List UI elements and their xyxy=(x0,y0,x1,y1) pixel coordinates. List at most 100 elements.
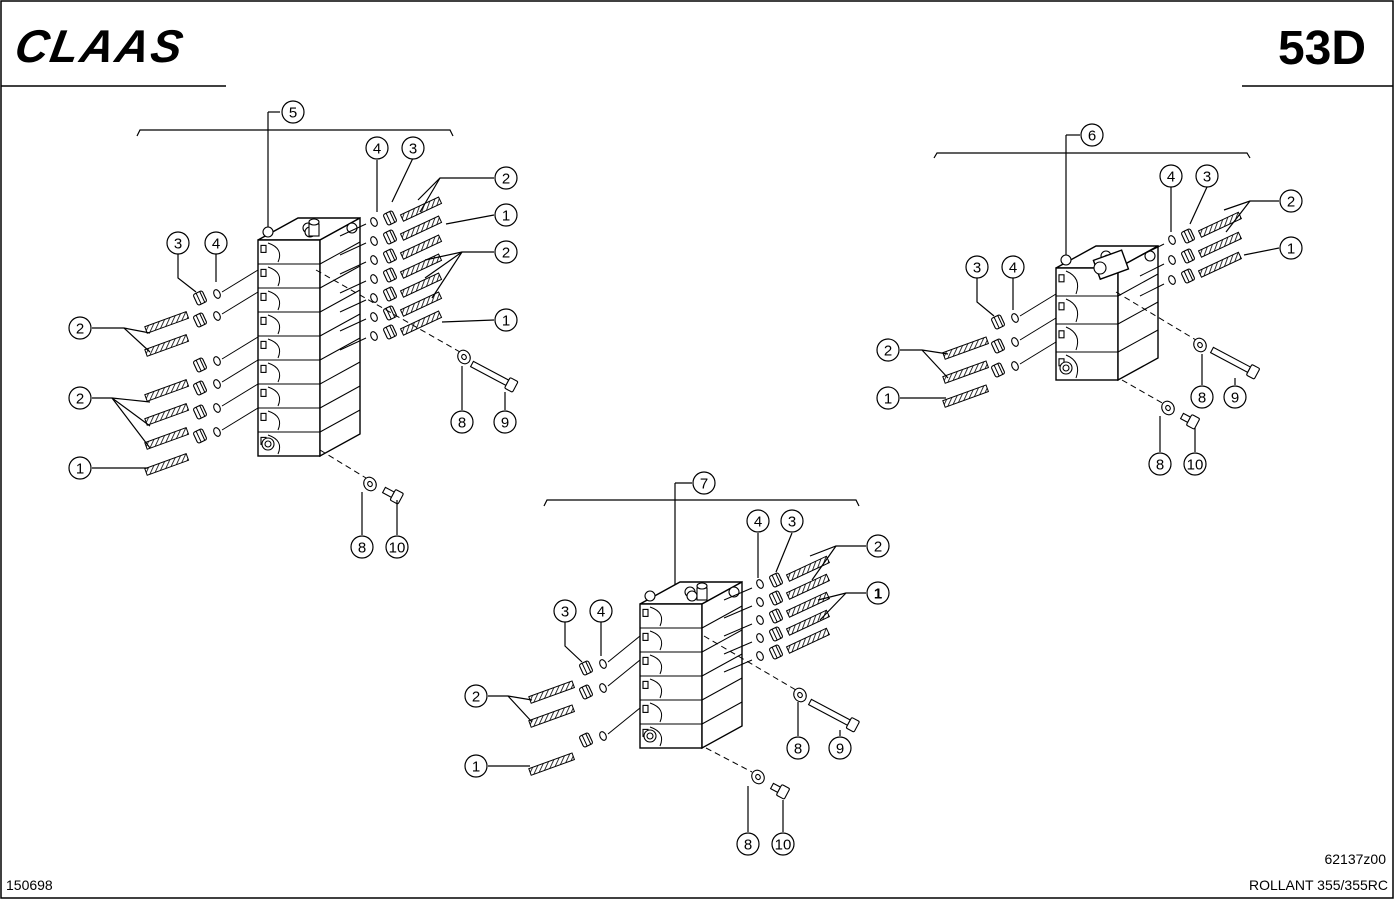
sealing-ring xyxy=(756,633,764,643)
callout: 8 xyxy=(1190,385,1214,409)
union-nut xyxy=(193,404,207,420)
section-line xyxy=(319,241,361,265)
callout: 5 xyxy=(281,100,305,124)
leader-line xyxy=(441,319,495,323)
group-bracket xyxy=(136,129,454,137)
callout-circle xyxy=(736,832,760,856)
callout: 1 xyxy=(494,203,518,227)
nut-edge xyxy=(585,661,592,673)
washer xyxy=(363,476,377,492)
leader-line xyxy=(507,695,533,723)
leader-line xyxy=(221,269,259,293)
sealing-ring xyxy=(213,403,221,413)
nut-edge xyxy=(1187,269,1194,281)
footer: 150698 62137z00 ROLLANT 355/355RC xyxy=(6,851,1388,893)
hose-pipe xyxy=(785,573,831,600)
sealing-ring xyxy=(213,356,221,366)
callout-number: 2 xyxy=(884,343,892,360)
section-line xyxy=(319,337,361,361)
callout-circle xyxy=(771,832,795,856)
nut-edge xyxy=(775,591,782,603)
leader-line xyxy=(221,383,259,407)
section-line xyxy=(319,289,361,313)
callout: 2 xyxy=(464,684,488,708)
callout-number: 3 xyxy=(973,260,981,277)
bolt xyxy=(469,360,519,393)
sealing-ring xyxy=(213,311,221,321)
sealing-ring xyxy=(370,274,378,284)
hose-body xyxy=(399,272,443,298)
callout-circle xyxy=(166,231,190,255)
connector-nut xyxy=(1093,261,1107,275)
callout: 8 xyxy=(450,410,474,434)
hose-body xyxy=(1197,211,1243,238)
nut-edge xyxy=(195,292,202,305)
callout-circle xyxy=(866,581,890,605)
port-opening xyxy=(260,292,267,301)
leader-line xyxy=(819,592,847,621)
callout-circle xyxy=(1148,452,1172,476)
callout: 10 xyxy=(385,535,409,559)
section-line xyxy=(701,677,743,701)
union-nut xyxy=(383,210,397,226)
callout: 2 xyxy=(1279,189,1303,213)
callout-circle xyxy=(589,599,613,623)
callout-number: 1 xyxy=(472,759,480,776)
hose-pipe xyxy=(528,704,576,728)
callout: 4 xyxy=(746,509,770,533)
callout-circle xyxy=(1080,123,1104,147)
bolt xyxy=(807,698,860,733)
hose-pipe xyxy=(1197,231,1243,258)
callout: 2 xyxy=(494,240,518,264)
union-nut xyxy=(991,314,1005,330)
leader-line xyxy=(1189,186,1208,225)
washer-hole xyxy=(755,773,761,781)
assembly-axis xyxy=(705,747,753,773)
callout-circle xyxy=(1279,236,1303,260)
hose-body xyxy=(528,680,576,704)
callout-number: 4 xyxy=(373,141,381,158)
callout-circle xyxy=(494,240,518,264)
bolt xyxy=(769,782,790,800)
section-contour xyxy=(649,726,663,747)
callout-number: 10 xyxy=(389,540,406,557)
union-nut xyxy=(193,380,207,396)
callout-circle xyxy=(866,534,890,558)
sealing-ring xyxy=(370,236,378,246)
nut-edge xyxy=(385,269,392,282)
hose-pipe xyxy=(1197,211,1243,238)
sealing-ring xyxy=(213,289,221,299)
callout: 8 xyxy=(350,535,374,559)
section-contour xyxy=(267,386,281,407)
hose-body xyxy=(942,384,990,408)
callout-circle xyxy=(204,231,228,255)
hose-pipe xyxy=(942,384,990,408)
union-nut xyxy=(991,338,1005,354)
port-opening xyxy=(260,316,267,325)
nut-edge xyxy=(775,627,782,639)
bottom-plug-inner xyxy=(264,440,272,448)
callout: 4 xyxy=(365,136,389,160)
union-nut xyxy=(769,572,783,588)
callout-number: 5 xyxy=(289,105,297,122)
hose-pipe xyxy=(144,427,190,450)
section-contour xyxy=(267,434,281,455)
top-screw xyxy=(262,226,274,238)
union-nut xyxy=(579,732,593,748)
callout-number: 10 xyxy=(775,837,792,854)
port-opening xyxy=(260,388,267,397)
washer xyxy=(793,687,807,703)
nut-edge xyxy=(199,291,206,303)
section-contour xyxy=(267,290,281,311)
callout: 9 xyxy=(828,736,852,760)
section-contour xyxy=(649,654,663,675)
brand-logo: CLAAS xyxy=(11,20,188,72)
port-opening xyxy=(1058,302,1065,311)
callout: 1 xyxy=(866,581,890,605)
nut-edge xyxy=(1187,249,1194,261)
nut-edge xyxy=(195,314,202,327)
union-nut xyxy=(383,248,397,264)
